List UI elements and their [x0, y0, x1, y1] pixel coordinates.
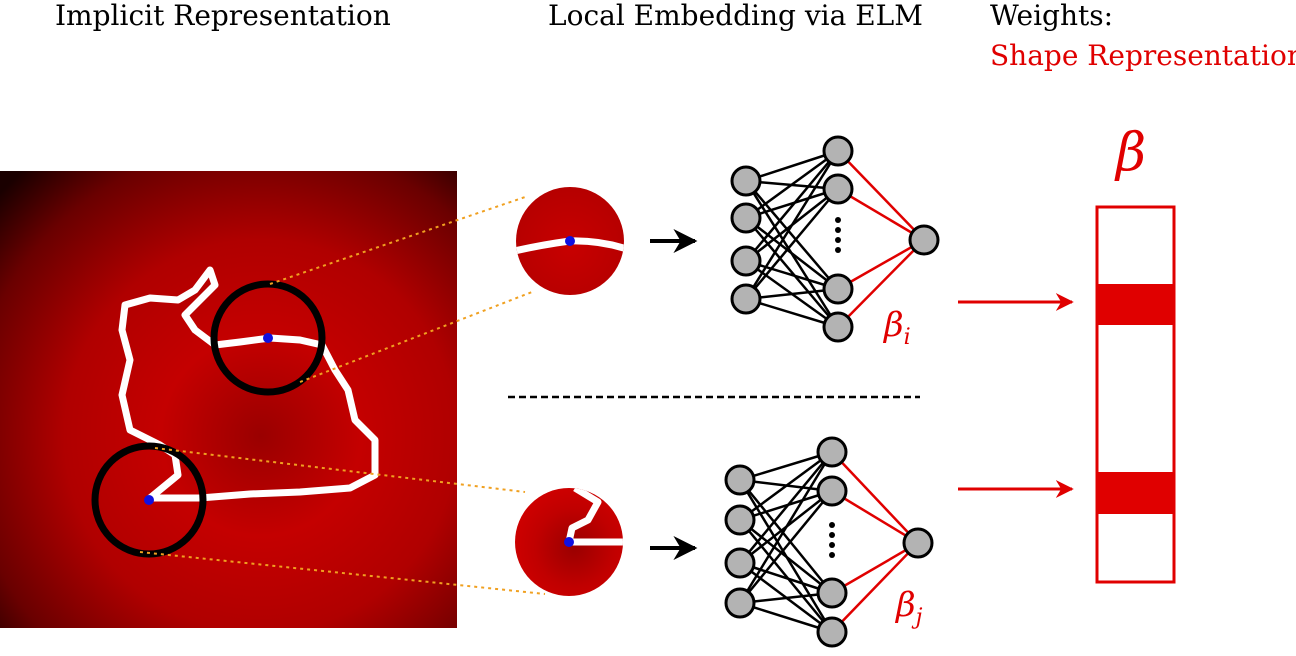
weight-segment-j	[1097, 472, 1174, 514]
weight-segment-i	[1097, 284, 1174, 325]
elm-network-i	[730, 135, 940, 343]
implicit-field-panel	[0, 171, 457, 628]
elm-network-j	[724, 436, 934, 648]
zoomed-patch-j	[515, 488, 623, 596]
beta-vector-symbol: β	[1114, 123, 1146, 183]
dotted-connectors	[139, 195, 546, 595]
sampling-circle-j	[91, 442, 207, 558]
shape-contour	[118, 266, 379, 502]
beta-i-label: βi	[882, 305, 911, 350]
sample-point-j	[144, 495, 154, 505]
sample-point-i	[263, 333, 273, 343]
zoomed-patch-i	[516, 187, 624, 295]
shape-representation-title: Shape Representation	[990, 39, 1296, 72]
beta-j-label: βj	[894, 585, 923, 630]
sampling-circle-i	[210, 280, 326, 396]
implicit-representation-title: Implicit Representation	[55, 0, 391, 32]
local-embedding-title: Local Embedding via ELM	[548, 0, 923, 32]
weight-vector	[1095, 205, 1176, 584]
weights-title: Weights:	[990, 0, 1114, 32]
